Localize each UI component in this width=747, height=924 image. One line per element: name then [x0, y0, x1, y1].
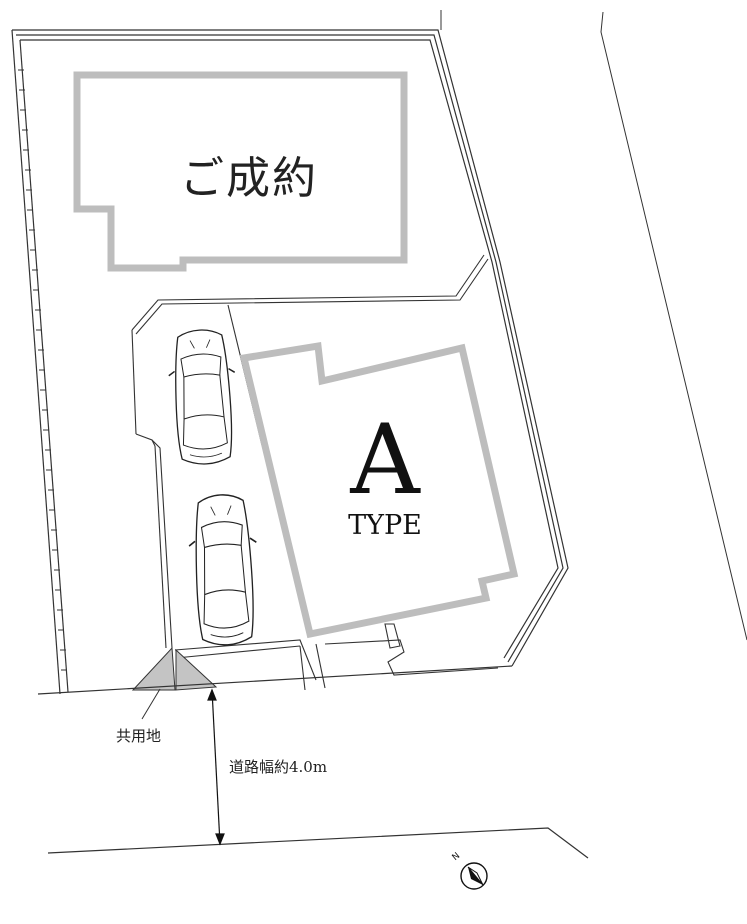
common-land-label: 共用地: [116, 727, 162, 745]
car-bottom: [185, 492, 262, 648]
lot-divider: [131, 254, 499, 691]
road-width-dimension: [207, 688, 225, 846]
compass-icon: [460, 862, 488, 890]
sold-building: [73, 71, 408, 272]
site-boundary: [11, 29, 569, 695]
top-lines: [440, 10, 747, 641]
a-type-word: TYPE: [348, 510, 422, 541]
common-land: [131, 646, 218, 720]
a-type-letter: A: [350, 404, 420, 516]
road-width-label: 道路幅約4.0m: [229, 758, 328, 776]
a-type-building: [239, 341, 519, 639]
sold-lot-label: ご成約: [180, 153, 318, 204]
left-fence: [18, 69, 67, 671]
road: [37, 665, 589, 859]
car-top: [165, 327, 241, 467]
